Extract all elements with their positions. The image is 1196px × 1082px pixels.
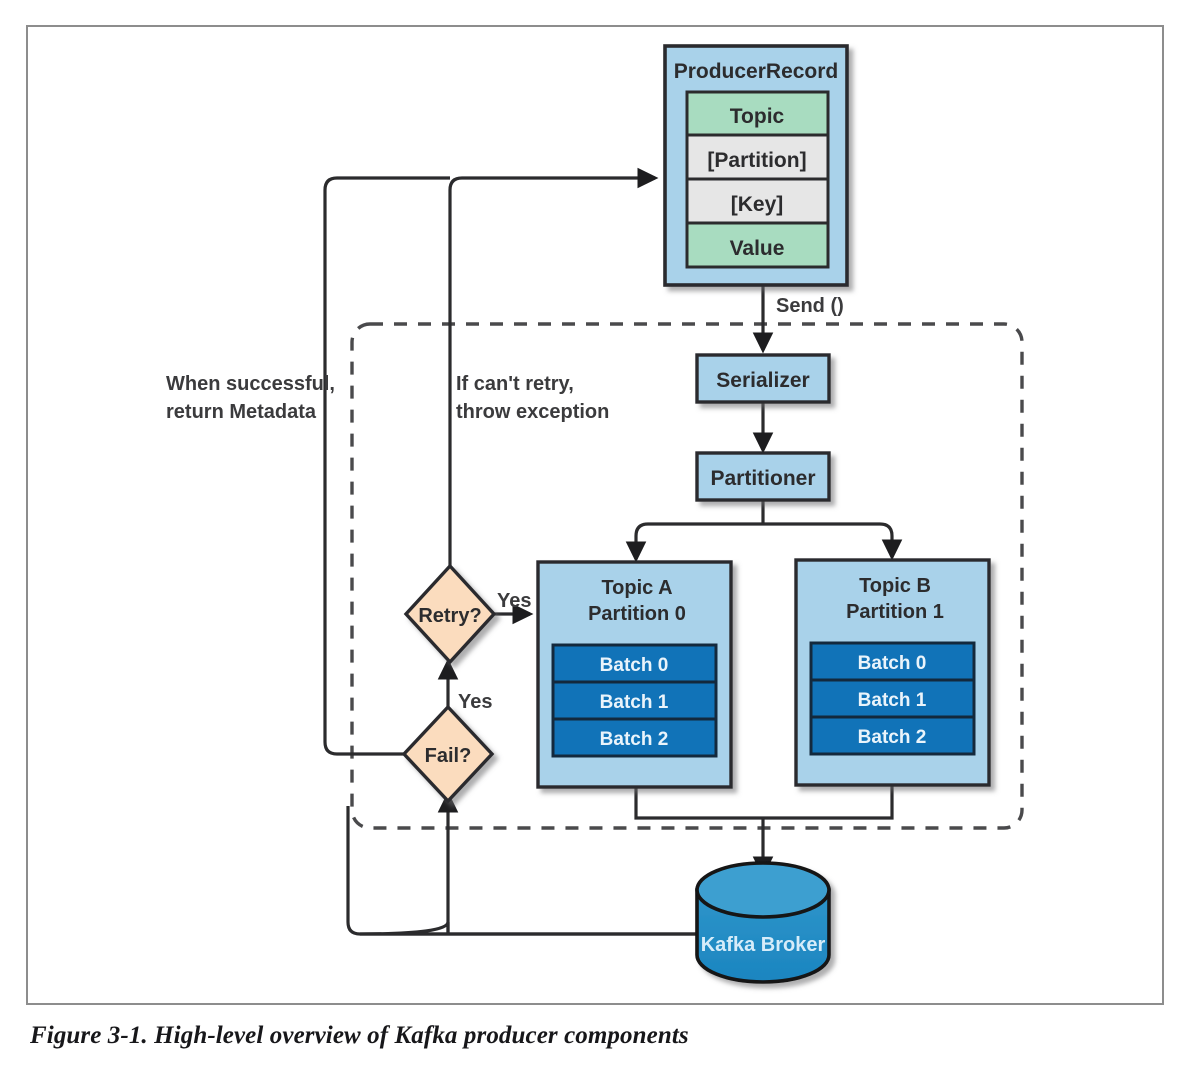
edge-retry-exception [448, 167, 659, 566]
topic-b-batch-0: Batch 0 [809, 641, 976, 682]
node-kafka-broker [695, 861, 831, 984]
edge-label-retry-yes: Yes [497, 590, 531, 612]
producer-record-field-topic: Topic [685, 90, 830, 137]
node-fail-diamond [401, 704, 495, 804]
batch-label: Batch 2 [858, 727, 927, 748]
topic-a-partition: Partition 0 [588, 603, 686, 625]
edge-label-exception-line2: throw exception [456, 401, 609, 423]
edge-label-fail-yes: Yes [458, 691, 492, 713]
edge-topic-a-to-broker [634, 787, 763, 820]
node-retry-diamond [403, 563, 497, 665]
batch-label: Batch 0 [600, 655, 669, 676]
kafka-broker-label: Kafka Broker [701, 934, 826, 956]
topic-a-batch-2: Batch 2 [551, 717, 718, 758]
batch-label: Batch 0 [858, 653, 927, 674]
fail-label: Fail? [425, 745, 472, 767]
node-serializer [695, 353, 831, 404]
serializer-label: Serializer [716, 369, 809, 392]
topic-b-batch-2: Batch 2 [809, 715, 976, 756]
edge-broker-return [346, 806, 697, 936]
batch-label: Batch 1 [858, 690, 927, 711]
topic-a-name: Topic A [601, 577, 672, 599]
edge-label-success-line2: return Metadata [166, 401, 317, 423]
topic-b-name: Topic B [859, 575, 931, 597]
batch-label: Batch 1 [600, 692, 669, 713]
producer-record-field-label: Value [730, 237, 785, 260]
topic-a-batch-0: Batch 0 [551, 643, 718, 684]
producer-record-field-partition: [Partition] [685, 133, 830, 181]
edge-success-metadata [323, 176, 450, 756]
partitioner-label: Partitioner [710, 467, 815, 490]
kafka-producer-diagram: ProducerRecord Topic [Partition] [Key] V… [166, 44, 1024, 984]
edge-topic-b-to-broker [763, 785, 894, 820]
producer-record-field-label: Topic [730, 105, 785, 128]
figure-caption: Figure 3-1. High-level overview of Kafka… [30, 1022, 689, 1049]
producer-record-field-value: Value [685, 221, 830, 269]
topic-b-partition: Partition 1 [846, 601, 944, 623]
edge-label-success-line1: When successful, [166, 373, 335, 395]
edge-label-send: Send () [776, 295, 844, 317]
producer-boundary [350, 322, 1024, 830]
edge-label-exception-line1: If can't retry, [456, 373, 574, 395]
producer-record-title: ProducerRecord [674, 60, 839, 83]
producer-record-field-label: [Partition] [707, 149, 806, 172]
edge-partitioner-topic-a [625, 522, 763, 563]
producer-record-field-key: [Key] [685, 177, 830, 225]
edge-broker-to-fail [359, 921, 697, 936]
node-partitioner [695, 451, 831, 502]
retry-label: Retry? [418, 605, 481, 627]
batch-label: Batch 2 [600, 729, 669, 750]
topic-a-batch-1: Batch 1 [551, 680, 718, 721]
producer-record-field-label: [Key] [731, 193, 784, 216]
edge-partitioner-topic-b [763, 522, 903, 561]
topic-b-batch-1: Batch 1 [809, 678, 976, 719]
figure-frame [26, 25, 1164, 1005]
